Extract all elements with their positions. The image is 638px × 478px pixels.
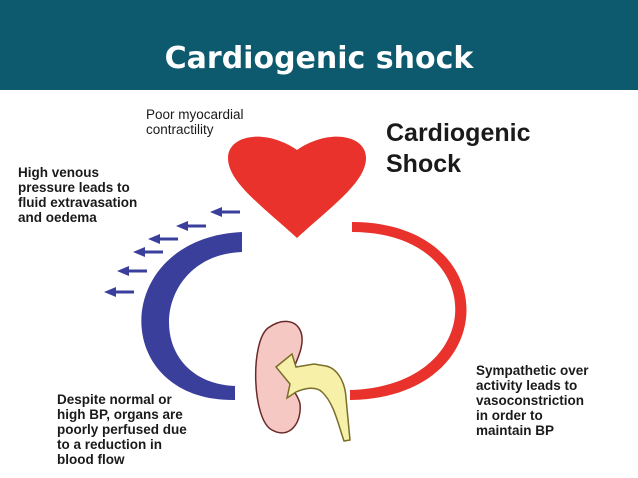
left-arrow-icon xyxy=(148,234,178,244)
label-poor-contractility: Poor myocardial contractility xyxy=(146,107,244,137)
cardiogenic-shock-diagram xyxy=(104,136,467,442)
venous-return-arc xyxy=(141,232,242,401)
label-high-venous-pressure: High venous pressure leads to fluid extr… xyxy=(18,165,138,225)
oedema-arrows xyxy=(104,207,240,297)
diagram-title: Cardiogenic Shock xyxy=(386,119,531,178)
label-sympathetic-overactivity: Sympathetic over activity leads to vasoc… xyxy=(476,363,589,438)
arterial-flow-arc xyxy=(350,222,467,400)
label-poor-perfusion: Despite normal or high BP, organs are po… xyxy=(57,392,187,467)
title-bar: Cardiogenic shock xyxy=(0,0,638,90)
left-arrow-icon xyxy=(210,207,240,217)
left-arrow-icon xyxy=(176,221,206,231)
left-arrow-icon xyxy=(133,247,163,257)
page-title: Cardiogenic shock xyxy=(164,41,474,76)
left-arrow-icon xyxy=(117,266,147,276)
ureter-icon xyxy=(274,352,351,442)
left-arrow-icon xyxy=(104,287,134,297)
heart-icon xyxy=(228,136,366,238)
